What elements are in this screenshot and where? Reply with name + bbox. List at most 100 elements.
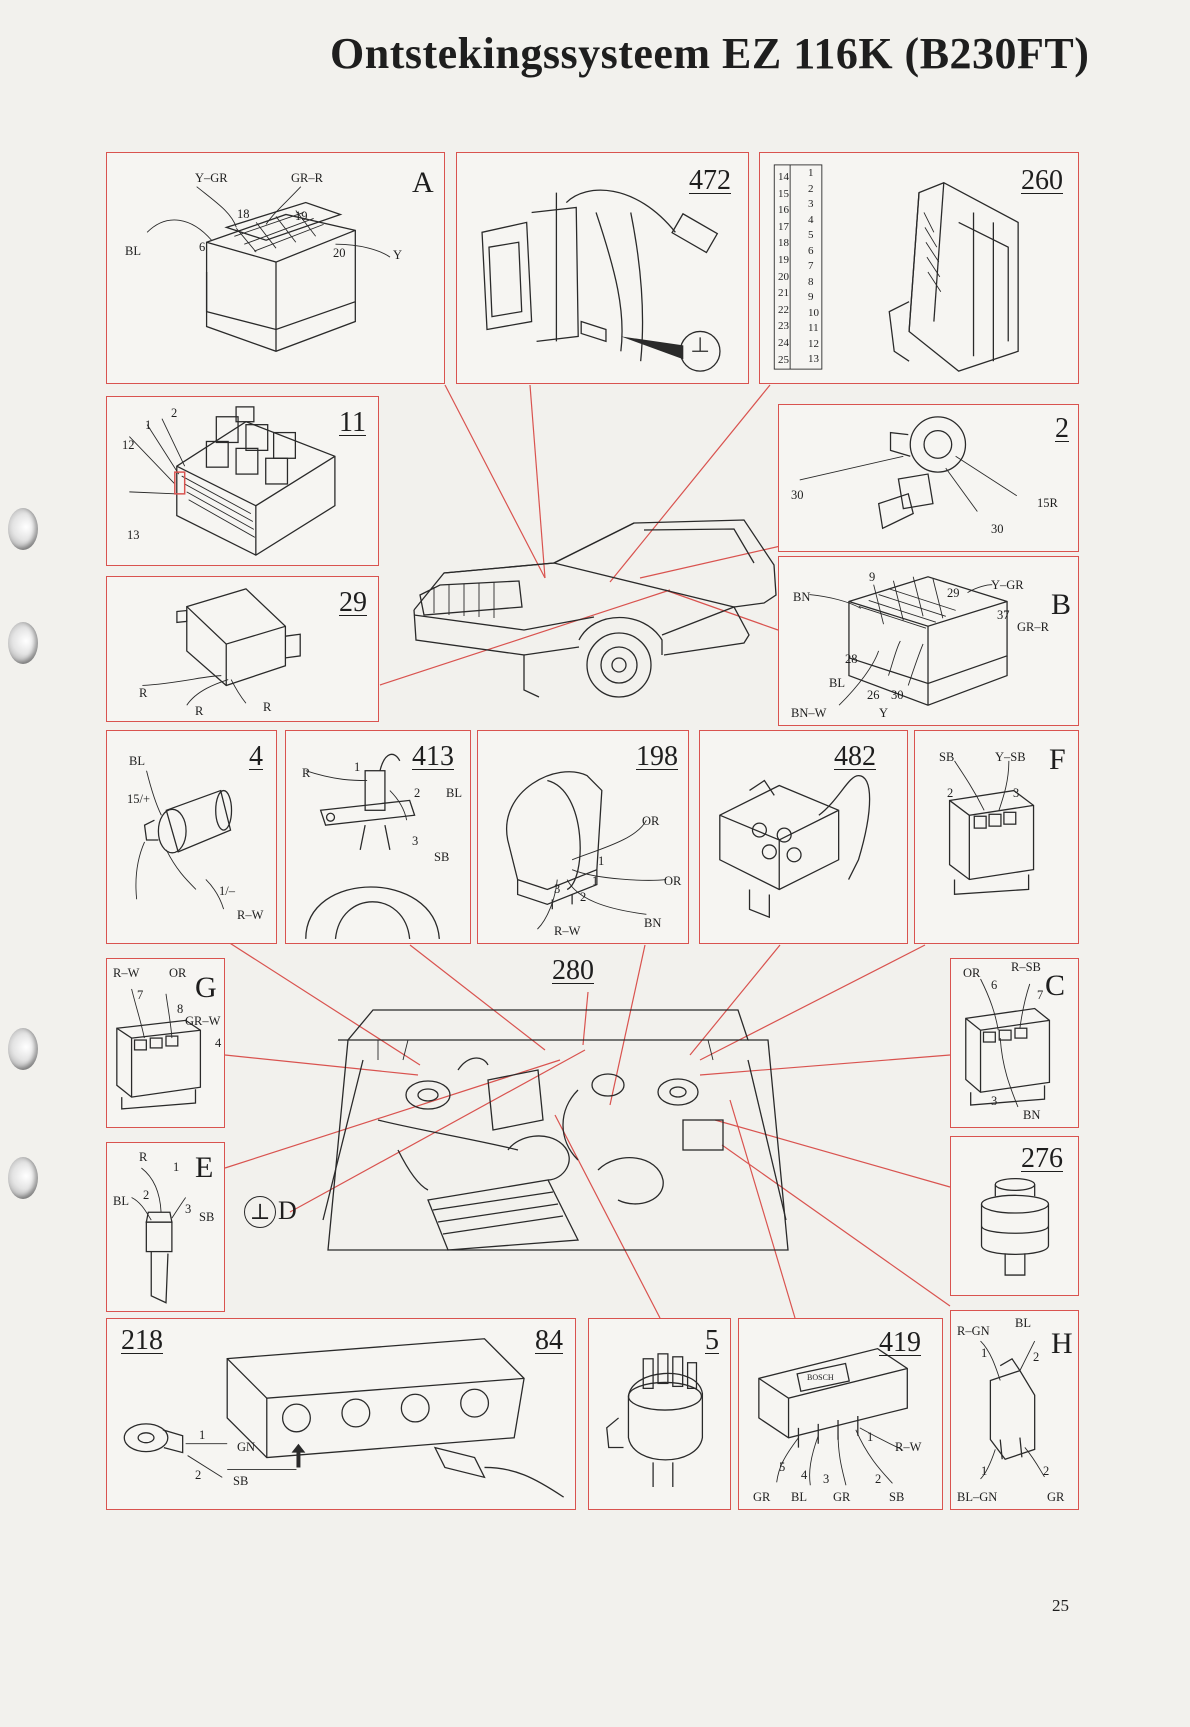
component-number: 5 [705, 1325, 719, 1356]
panel-11-relay-box: 11 1 2 12 13 [106, 396, 379, 566]
pin-label: 37 [997, 608, 1010, 622]
component-number: 276 [1021, 1143, 1063, 1174]
wire-label: BN–W [791, 706, 827, 720]
panel-2-ignition-switch: 2 30 15R 30 [778, 404, 1079, 552]
pin-number: 20 [778, 270, 789, 283]
component-number: 218 [121, 1325, 163, 1356]
wire-label: 30 [991, 522, 1004, 536]
component-number: 11 [339, 407, 366, 438]
wire-label: BL–GN [957, 1490, 998, 1504]
pin-label: 3 [554, 882, 561, 896]
pin-number: 11 [808, 322, 819, 334]
pin-label: 28 [845, 652, 858, 666]
wire-label: BL [129, 754, 145, 768]
panel-4-ignition-coil: 4 BL 15/+ 1/– R–W [106, 730, 277, 944]
panel-482-relay-holder: 482 [699, 730, 908, 944]
pin-label: 7 [1037, 988, 1044, 1002]
pin-label: 1 [173, 1160, 180, 1174]
pin-label: 9 [869, 570, 876, 584]
wire-label: 15R [1037, 496, 1058, 510]
ground-symbol-icon: ⊥ [244, 1196, 276, 1228]
panel-413-sensor: 413 R 1 2 BL 3 SB [285, 730, 471, 944]
wire-label: R–W [554, 924, 581, 938]
panel-G-connector: G R–W OR 7 8 GR–W 4 [106, 958, 225, 1128]
pin-number: 3 [808, 198, 814, 210]
panel-419-ignition-module: 419 BOSCH 1 R–W 5 4 3 2 GR BL GR SB [738, 1318, 943, 1510]
wire-label: R–W [113, 966, 140, 980]
panel-472-ground-point: 472 [456, 152, 749, 384]
panel-A-connector: A Y–GR GR–R 18 19 BL 6 20 Y [106, 152, 445, 384]
pin-label: 1 [354, 760, 361, 774]
component-number: 84 [535, 1325, 563, 1356]
page-title: Ontstekingssysteem EZ 116K (B230FT) [330, 29, 1090, 78]
pin-number: 13 [808, 353, 819, 365]
wire-label: BL [113, 1194, 129, 1208]
binder-hole [8, 1028, 38, 1070]
wire-label: BL [791, 1490, 807, 1504]
pin-label: 2 [195, 1468, 202, 1482]
wire-label: R–W [895, 1440, 922, 1454]
wire-label: R–W [237, 908, 264, 922]
wire-label: SB [889, 1490, 905, 1504]
pin-number: 23 [778, 320, 789, 333]
panel-E-sensor: E R 1 BL 2 3 SB [106, 1142, 225, 1312]
panel-letter: H [1051, 1327, 1073, 1360]
ground-point-D: ⊥D [244, 1196, 297, 1228]
pin-number: 22 [778, 303, 789, 316]
wire-label: GR–R [1017, 620, 1049, 634]
pin-label: 1 [592, 874, 599, 888]
panel-H-connector: H R–GN BL 1 2 1 2 BL–GN GR [950, 1310, 1079, 1510]
car-illustration [413, 519, 777, 698]
wire-label: BN [793, 590, 811, 604]
wire-label: Y–GR [991, 578, 1024, 592]
pin-label: 30 [891, 688, 904, 702]
wire-label: SB [199, 1210, 215, 1224]
pin-number: 16 [778, 204, 789, 217]
pin-number: 18 [778, 237, 789, 250]
engine-bay-illustration [322, 1009, 789, 1251]
wire-label: Y–SB [995, 750, 1026, 764]
pin-label: 1 [981, 1464, 988, 1478]
pin-number: 9 [808, 291, 814, 303]
panel-letter: E [195, 1151, 214, 1184]
wire-label: R–GN [957, 1324, 990, 1338]
wire-label: BN [644, 916, 662, 930]
wire-label: BL [446, 786, 462, 800]
wire-label: R [139, 1150, 148, 1164]
component-number: 472 [689, 165, 731, 196]
pin-number: 12 [808, 337, 819, 350]
pin-label: 7 [137, 988, 144, 1002]
wire-label: GR [753, 1490, 771, 1504]
wire-label: R [195, 704, 204, 718]
wire-label: R [139, 686, 148, 700]
page-number: 25 [1052, 1596, 1069, 1615]
pin-label: 3 [1013, 786, 1020, 800]
pin-label: 6 [199, 240, 206, 254]
pin-number: 19 [778, 254, 789, 266]
panel-letter: B [1051, 588, 1072, 621]
panel-letter: A [412, 166, 434, 199]
pin-number: 17 [778, 220, 789, 233]
pin-label: 5 [779, 1460, 786, 1474]
component-number: 482 [834, 741, 876, 772]
pin-number: 2 [808, 182, 814, 195]
wire-label: GR–R [291, 171, 323, 185]
wire-label: OR [963, 966, 981, 980]
panel-29-relay: 29 R R R [106, 576, 379, 722]
component-number: 198 [636, 741, 678, 772]
pin-label: 20 [333, 246, 346, 260]
panel-letter: G [195, 971, 217, 1004]
pin-label: 2 [947, 786, 954, 800]
wire-label: GR–W [185, 1014, 221, 1028]
panel-letter: F [1049, 743, 1066, 776]
pin-label: 4 [215, 1036, 222, 1050]
pin-label: 2 [875, 1472, 882, 1486]
pin-label: 1 [867, 1430, 874, 1444]
wire-label: R–SB [1011, 960, 1041, 974]
pin-label: 3 [185, 1202, 192, 1216]
wire-label: SB [233, 1474, 249, 1488]
pin-number: 24 [778, 337, 789, 349]
wire-label: R [263, 700, 272, 714]
pin-label: 1 [981, 1346, 988, 1360]
pin-label: 1 [199, 1428, 206, 1442]
